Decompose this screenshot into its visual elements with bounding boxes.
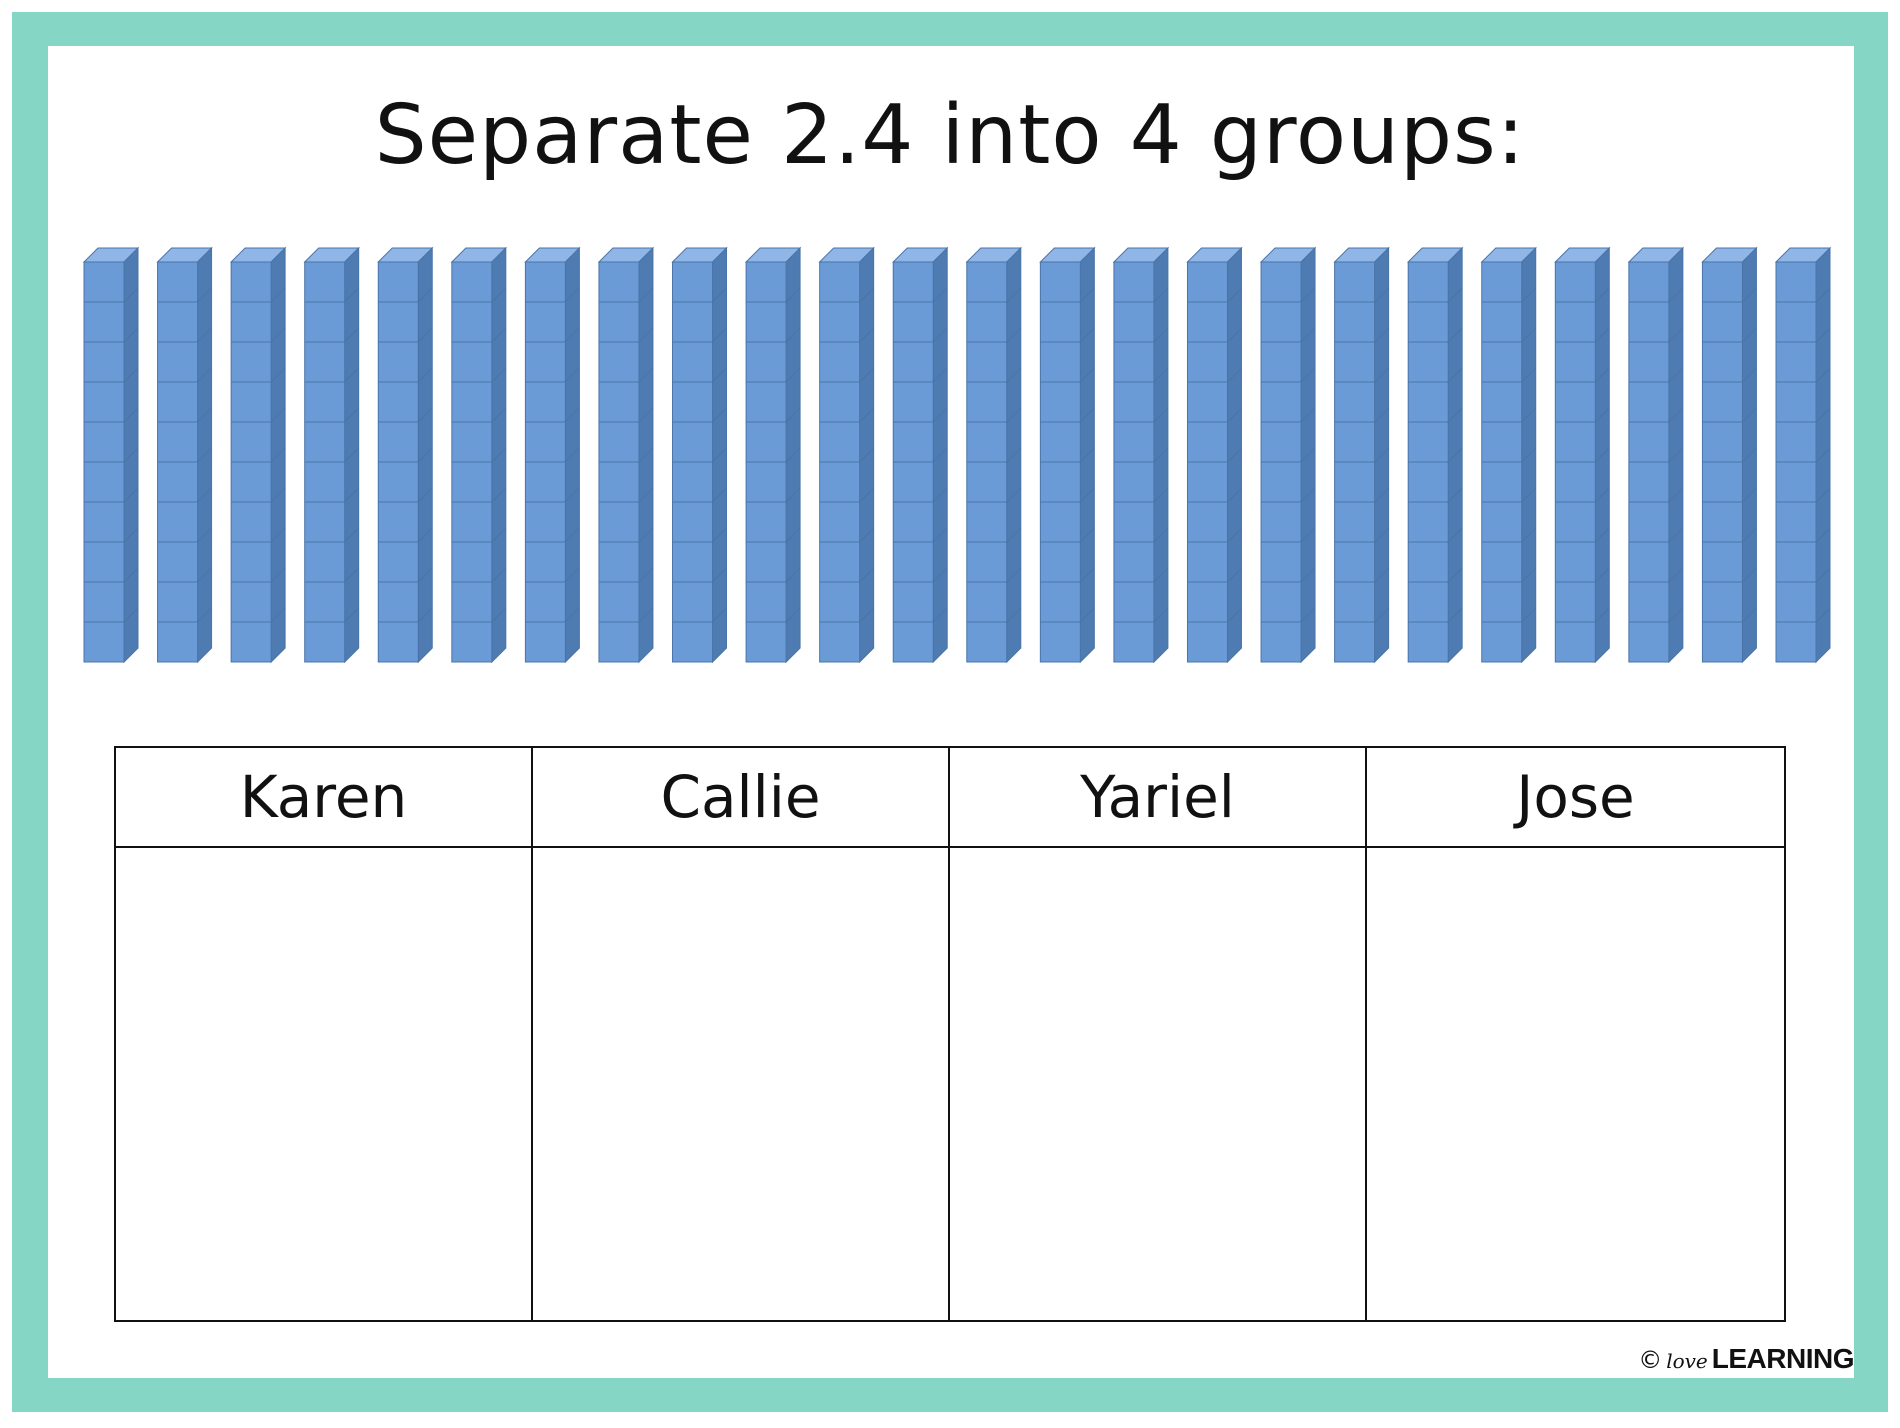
base-ten-rod bbox=[818, 246, 875, 664]
table-header-jose: Jose bbox=[1367, 748, 1784, 848]
base-ten-rod bbox=[1259, 246, 1317, 664]
base-ten-rod bbox=[229, 246, 287, 664]
base-ten-rod bbox=[156, 246, 213, 664]
worksheet-title: Separate 2.4 into 4 groups: bbox=[374, 88, 1526, 183]
base-ten-rod bbox=[1554, 246, 1611, 664]
brand-large-text: LEARNING bbox=[1711, 1343, 1855, 1374]
copyright-logo: © love LEARNING bbox=[1638, 1343, 1854, 1375]
group-cell-karen[interactable] bbox=[116, 848, 533, 1320]
base-ten-rod bbox=[1112, 246, 1170, 664]
base-ten-rod bbox=[1039, 246, 1096, 664]
base-ten-rod bbox=[1774, 246, 1832, 664]
copyright-symbol: © bbox=[1638, 1346, 1663, 1374]
base-ten-rod bbox=[1627, 246, 1685, 664]
group-cell-yariel[interactable] bbox=[950, 848, 1367, 1320]
groups-table: Karen Callie Yariel Jose bbox=[114, 746, 1786, 1322]
base-ten-rod bbox=[965, 246, 1022, 664]
base-ten-rod bbox=[1480, 246, 1537, 664]
base-ten-rods bbox=[82, 246, 1832, 664]
base-ten-rod bbox=[892, 246, 949, 664]
base-ten-rod bbox=[377, 246, 434, 664]
base-ten-rod bbox=[1406, 246, 1464, 664]
base-ten-rod bbox=[1701, 246, 1758, 664]
base-ten-rod bbox=[671, 246, 728, 664]
table-header-callie: Callie bbox=[533, 748, 950, 848]
base-ten-rod bbox=[82, 246, 140, 664]
base-ten-rod bbox=[597, 246, 655, 664]
base-ten-rod bbox=[524, 246, 581, 664]
base-ten-rod bbox=[1333, 246, 1390, 664]
base-ten-rod bbox=[303, 246, 360, 664]
base-ten-rod bbox=[744, 246, 802, 664]
table-header-karen: Karen bbox=[116, 748, 533, 848]
group-cell-callie[interactable] bbox=[533, 848, 950, 1320]
table-header-yariel: Yariel bbox=[950, 748, 1367, 848]
group-cell-jose[interactable] bbox=[1367, 848, 1784, 1320]
base-ten-rod bbox=[450, 246, 508, 664]
brand-small-text: love bbox=[1666, 1349, 1708, 1373]
base-ten-rod bbox=[1186, 246, 1243, 664]
